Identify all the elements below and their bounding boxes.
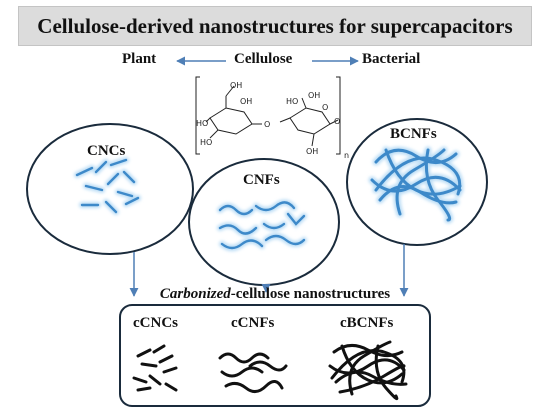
ho-5: HO [286, 97, 298, 106]
ccnc-rods [132, 344, 178, 392]
oh-6: OH [308, 91, 320, 100]
bacterial-label: Bacterial [362, 51, 421, 67]
carbonized-box [119, 304, 431, 407]
o-link-1: O [264, 120, 270, 129]
oh-7: OH [306, 147, 318, 156]
cnc-rods [74, 157, 141, 215]
bcnfs-label: BCNFs [390, 126, 437, 142]
carbonized-italic: Carbonized [159, 286, 231, 302]
n-subscript: n [344, 151, 349, 160]
cbcnf-network [328, 340, 408, 401]
cbcnfs-label: cBCNFs [340, 315, 394, 331]
cellulose-structure [195, 76, 341, 155]
ccncs-label: cCNCs [133, 315, 178, 331]
carbonized-rest: -cellulose nanostructures [230, 286, 391, 302]
o-link-3: O [334, 117, 340, 126]
cncs-ellipse [26, 123, 194, 255]
o-ring-2: O [322, 103, 328, 112]
cellulose-label: Cellulose [234, 51, 293, 67]
cncs-label: CNCs [87, 143, 126, 159]
plant-label: Plant [122, 51, 157, 67]
oh-top-1: OH [230, 81, 242, 90]
carbonized-title: Carbonized-cellulose nanostructures [0, 286, 550, 303]
ho-left-3: HO [200, 138, 212, 147]
cnf-fibers [217, 199, 307, 251]
ccnf-fibers [218, 352, 288, 393]
oh-4: OH [240, 97, 252, 106]
diagram-title: Cellulose-derived nanostructures for sup… [37, 13, 513, 38]
bcnf-network [368, 146, 464, 224]
cnfs-label: CNFs [243, 172, 280, 188]
ccnfs-label: cCNFs [231, 315, 275, 331]
title-banner: Cellulose-derived nanostructures for sup… [18, 6, 532, 46]
ho-left-2: HO [196, 119, 208, 128]
